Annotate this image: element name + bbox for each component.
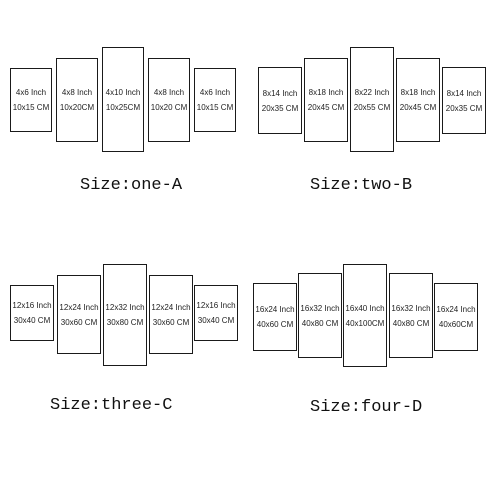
canvas-panel-b4: 8x18 Inch 20x45 CM: [396, 58, 440, 142]
panel-inch-label: 16x24 Inch: [436, 305, 476, 314]
panel-inch-label: 16x24 Inch: [255, 305, 295, 314]
panel-cm-label: 40x60CM: [438, 320, 474, 329]
panel-cm-label: 30x60 CM: [152, 317, 190, 327]
panel-cm-label: 20x35 CM: [445, 103, 483, 113]
size-label-b: Size:two-B: [310, 176, 413, 195]
panel-inch-label: 12x24 Inch: [151, 302, 191, 312]
canvas-panel-c1: 12x16 Inch 30x40 CM: [10, 285, 54, 341]
canvas-panel-a5: 4x6 Inch 10x15 CM: [194, 68, 236, 132]
canvas-panel-a1: 4x6 Inch 10x15 CM: [10, 68, 52, 132]
panel-cm-label: 20x45 CM: [399, 103, 437, 112]
panel-inch-label: 12x16 Inch: [12, 301, 52, 310]
panel-cm-label: 10x20CM: [59, 103, 95, 112]
canvas-panel-b3: 8x22 Inch 20x55 CM: [350, 47, 394, 152]
panel-cm-label: 10x25CM: [105, 102, 141, 112]
panel-inch-label: 4x10 Inch: [105, 87, 141, 97]
canvas-panel-b1: 8x14 Inch 20x35 CM: [258, 67, 302, 134]
canvas-panel-d2: 16x32 Inch 40x80 CM: [298, 273, 342, 358]
panel-inch-label: 16x32 Inch: [300, 303, 340, 313]
canvas-panel-a4: 4x8 Inch 10x20 CM: [148, 58, 190, 142]
canvas-panel-c2: 12x24 Inch 30x60 CM: [57, 275, 101, 354]
panel-inch-label: 4x6 Inch: [15, 88, 47, 97]
panel-cm-label: 20x45 CM: [307, 103, 345, 112]
panel-cm-label: 20x55 CM: [353, 102, 391, 112]
size-label-d: Size:four-D: [310, 398, 423, 417]
panel-cm-label: 30x40 CM: [13, 316, 51, 325]
panel-inch-label: 12x24 Inch: [59, 302, 99, 312]
panel-inch-label: 16x40 Inch: [345, 303, 385, 313]
canvas-panel-a3: 4x10 Inch 10x25CM: [102, 47, 144, 152]
panel-inch-label: 4x8 Inch: [61, 88, 93, 97]
size-label-c: Size:three-C: [50, 396, 173, 415]
panel-inch-label: 12x32 Inch: [105, 303, 145, 312]
canvas-panel-c5: 12x16 Inch 30x40 CM: [194, 285, 238, 341]
panel-cm-label: 30x40 CM: [197, 316, 235, 325]
panel-inch-label: 16x32 Inch: [391, 303, 431, 313]
panel-cm-label: 20x35 CM: [261, 103, 299, 113]
canvas-panel-d3: 16x40 Inch 40x100CM: [343, 264, 387, 367]
panel-inch-label: 4x8 Inch: [153, 88, 185, 97]
panel-cm-label: 40x80 CM: [392, 318, 430, 328]
panel-cm-label: 40x60 CM: [256, 320, 294, 329]
panel-cm-label: 30x80 CM: [106, 318, 144, 327]
panel-inch-label: 12x16 Inch: [196, 301, 236, 310]
panel-cm-label: 10x20 CM: [150, 103, 188, 112]
canvas-panel-c4: 12x24 Inch 30x60 CM: [149, 275, 193, 354]
canvas-panel-d4: 16x32 Inch 40x80 CM: [389, 273, 433, 358]
panel-inch-label: 8x14 Inch: [446, 88, 482, 98]
panel-cm-label: 30x60 CM: [60, 317, 98, 327]
canvas-panel-d1: 16x24 Inch 40x60 CM: [253, 283, 297, 351]
panel-inch-label: 4x6 Inch: [199, 88, 231, 97]
canvas-panel-a2: 4x8 Inch 10x20CM: [56, 58, 98, 142]
canvas-panel-c3: 12x32 Inch 30x80 CM: [103, 264, 147, 366]
panel-cm-label: 10x15 CM: [12, 103, 50, 112]
panel-inch-label: 8x22 Inch: [354, 87, 390, 97]
panel-inch-label: 8x18 Inch: [400, 88, 436, 97]
canvas-panel-b5: 8x14 Inch 20x35 CM: [442, 67, 486, 134]
panel-cm-label: 10x15 CM: [196, 103, 234, 112]
panel-cm-label: 40x100CM: [345, 318, 385, 328]
panel-cm-label: 40x80 CM: [301, 318, 339, 328]
size-label-a: Size:one-A: [80, 176, 183, 195]
panel-inch-label: 8x14 Inch: [262, 88, 298, 98]
panel-inch-label: 8x18 Inch: [308, 88, 344, 97]
canvas-panel-b2: 8x18 Inch 20x45 CM: [304, 58, 348, 142]
canvas-panel-d5: 16x24 Inch 40x60CM: [434, 283, 478, 351]
